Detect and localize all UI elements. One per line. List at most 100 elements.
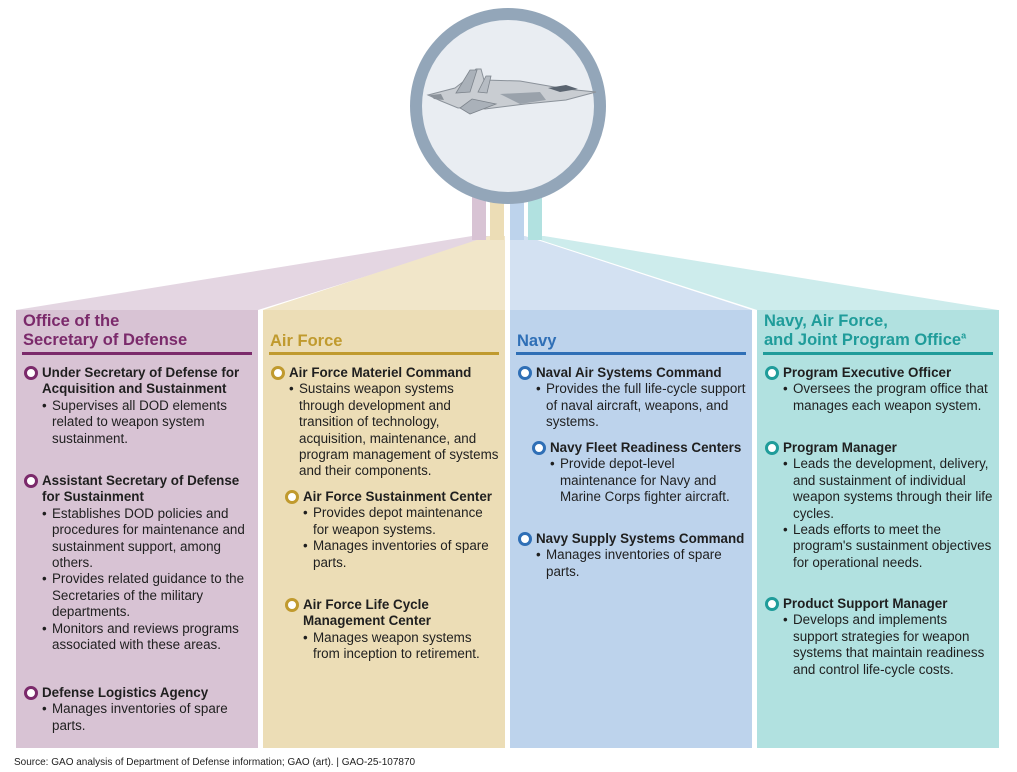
org-entry-title-text: Navy Supply Systems Command [536,531,745,546]
source-note: Source: GAO analysis of Department of De… [14,757,416,768]
org-entry: Air Force Life Cycle Management CenterMa… [285,597,499,663]
responsibility-item: Establishes DOD policies and procedures … [42,506,252,572]
org-entry-title-text: Air Force Life Cycle Management Center [303,597,431,629]
responsibility-list: Manages inventories of spare parts. [24,701,252,734]
column-title-joint-program-office: Navy, Air Force,and Joint Program Office… [764,312,992,350]
connector-fan-joint-program-office [528,236,998,310]
column-title-rule [22,352,252,355]
responsibility-item: Develops and implements support strategi… [783,612,993,678]
responsibility-item: Leads the development, delivery, and sus… [783,456,993,522]
footnote-marker: a [961,330,967,341]
responsibility-item: Leads efforts to meet the program's sust… [783,522,993,571]
org-entry: Program Executive OfficerOversees the pr… [765,365,993,414]
responsibility-item: Manages weapon systems from inception to… [303,630,499,663]
org-entry-title-text: Program Manager [783,440,897,455]
circle-marker-icon [518,532,532,546]
org-entry-title: Program Executive Officer [765,365,993,381]
column-title-line: and Joint Program Officea [764,330,967,349]
org-entry: Naval Air Systems CommandProvides the fu… [518,365,746,431]
circle-marker-icon [532,441,546,455]
responsibility-list: Establishes DOD policies and procedures … [24,506,252,654]
circle-marker-icon [271,366,285,380]
responsibility-item: Oversees the program office that manages… [783,381,993,414]
responsibility-item: Manages inventories of spare parts. [536,547,746,580]
org-entry-title-text: Under Secretary of Defense for Acquisiti… [42,365,240,397]
responsibility-item: Provides depot maintenance for weapon sy… [303,505,499,538]
connector-fan-navy [510,236,752,310]
responsibility-list: Supervises all DOD elements related to w… [24,398,252,447]
responsibility-item: Provides related guidance to the Secreta… [42,571,252,620]
org-entry-title-text: Product Support Manager [783,596,948,611]
circle-marker-icon [24,366,38,380]
column-title-air-force: Air Force [270,332,498,351]
org-entry-title-text: Air Force Materiel Command [289,365,472,380]
org-entry-title: Product Support Manager [765,596,993,612]
column-title-line: Navy [517,332,557,350]
org-entry-title-text: Program Executive Officer [783,365,952,380]
connector-fan-air-force [263,236,505,310]
org-entry: Assistant Secretary of Defense for Susta… [24,473,252,653]
column-title-rule [763,352,993,355]
circle-marker-icon [765,366,779,380]
responsibility-list: Provides depot maintenance for weapon sy… [285,505,499,571]
org-entry-title: Naval Air Systems Command [518,365,746,381]
circle-marker-icon [24,686,38,700]
org-entry: Program ManagerLeads the development, de… [765,440,993,571]
circle-marker-icon [24,474,38,488]
org-entry-title: Program Manager [765,440,993,456]
responsibility-list: Oversees the program office that manages… [765,381,993,414]
responsibility-item: Manages inventories of spare parts. [303,538,499,571]
org-entry-title: Under Secretary of Defense for Acquisiti… [24,365,252,398]
org-entry: Product Support ManagerDevelops and impl… [765,596,993,678]
responsibility-item: Provide depot-level maintenance for Navy… [550,456,746,505]
column-title-rule [516,352,746,355]
org-entry-title: Air Force Materiel Command [271,365,499,381]
org-entry: Navy Supply Systems CommandManages inven… [518,531,746,580]
org-entry: Air Force Materiel CommandSustains weapo… [271,365,499,480]
org-entry: Defense Logistics AgencyManages inventor… [24,685,252,734]
fighter-jet-icon [426,68,597,115]
column-title-line: Navy, Air Force, [764,312,888,330]
column-title-line: Secretary of Defense [23,331,188,349]
responsibility-list: Provides the full life-cycle support of … [518,381,746,430]
org-entry-title: Air Force Life Cycle Management Center [285,597,499,630]
org-entry-title-text: Defense Logistics Agency [42,685,209,700]
header-illustration [16,8,998,310]
connector-fan-osd [16,236,489,310]
circle-marker-icon [285,490,299,504]
responsibility-list: Manages inventories of spare parts. [518,547,746,580]
column-joint-program-office: Navy, Air Force,and Joint Program Office… [757,310,999,748]
circle-marker-icon [285,598,299,612]
org-entry-title: Assistant Secretary of Defense for Susta… [24,473,252,506]
column-title-navy: Navy [517,332,745,351]
org-entry-title: Navy Supply Systems Command [518,531,746,547]
responsibility-list: Provide depot-level maintenance for Navy… [532,456,746,505]
responsibility-list: Sustains weapon systems through developm… [271,381,499,479]
circle-marker-icon [518,366,532,380]
responsibility-item: Provides the full life-cycle support of … [536,381,746,430]
responsibility-item: Sustains weapon systems through developm… [289,381,499,479]
responsibility-item: Supervises all DOD elements related to w… [42,398,252,447]
circle-marker-icon [765,441,779,455]
column-title-line: Air Force [270,332,343,350]
org-entry-title: Air Force Sustainment Center [285,489,499,505]
org-entry-title: Defense Logistics Agency [24,685,252,701]
responsibility-list: Leads the development, delivery, and sus… [765,456,993,571]
circle-marker-icon [765,597,779,611]
org-entry-title-text: Air Force Sustainment Center [303,489,492,504]
column-title-rule [269,352,499,355]
org-entry-title-text: Navy Fleet Readiness Centers [550,440,742,455]
org-entry: Navy Fleet Readiness CentersProvide depo… [532,440,746,506]
responsibility-list: Manages weapon systems from inception to… [285,630,499,663]
org-entry: Under Secretary of Defense for Acquisiti… [24,365,252,447]
column-title-line: Office of the [23,312,120,330]
org-entry-title: Navy Fleet Readiness Centers [532,440,746,456]
org-entry-title-text: Assistant Secretary of Defense for Susta… [42,473,240,505]
org-entry: Air Force Sustainment CenterProvides dep… [285,489,499,571]
responsibility-item: Manages inventories of spare parts. [42,701,252,734]
